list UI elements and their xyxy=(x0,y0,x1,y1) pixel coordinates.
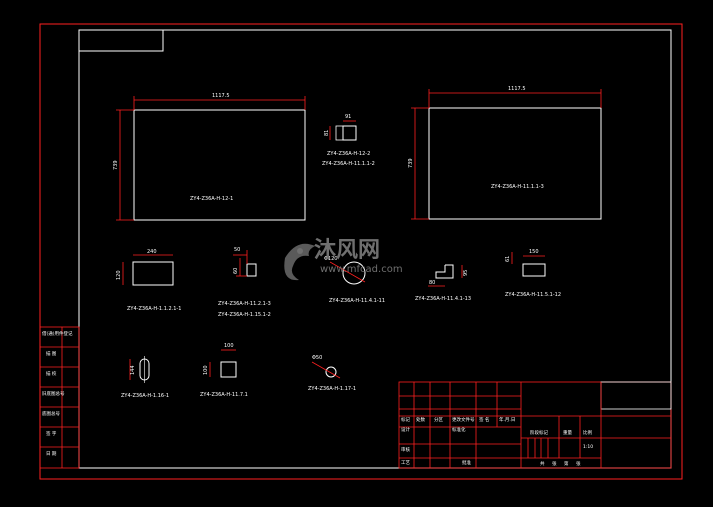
tb-count: 处数 xyxy=(416,416,425,423)
side-cell-4: 旧底图总号 xyxy=(42,390,65,397)
tb-review: 审核 xyxy=(401,446,410,453)
part-4-label: ZY4-Z36A-H-11.1.1-3 xyxy=(491,184,544,190)
part-6-label: ZY4-Z36A-H-11.2.1-3 xyxy=(218,301,271,307)
tb-sheets-2: 张 xyxy=(576,460,581,467)
tb-mark: 标记 xyxy=(401,416,410,423)
part-10: 150 61 ZY4-Z36A-H-11.5.1-12 xyxy=(505,249,561,298)
side-cell-3: 描 校 xyxy=(46,370,57,377)
part-13-label: ZY4-Z36A-H-1.17-1 xyxy=(308,386,356,392)
part-5-label: ZY4-Z36A-H-1.1.2.1-1 xyxy=(127,306,181,312)
part-8: Φ120 ZY4-Z36A-H-11.4.1-11 xyxy=(324,256,385,304)
part-13: Φ50 ZY4-Z36A-H-1.17-1 xyxy=(308,355,356,392)
part-2: 91 81 ZY4-Z36A-H-12-2 ZY4-Z36A-H-11.1.1-… xyxy=(322,114,375,167)
part-6: 50 60 ZY4-Z36A-H-11.2.1-3 ZY4-Z36A-H-1.1… xyxy=(218,247,271,318)
part-4-height-dim: 739 xyxy=(408,158,414,168)
part-9: 80 95 ZY4-Z36A-H-11.4.1-13 xyxy=(415,264,471,302)
part-13-diameter-dim: Φ50 xyxy=(312,355,322,361)
part-11-height-dim: 144 xyxy=(130,365,136,375)
tb-approve: 批准 xyxy=(462,459,471,466)
part-10-width-dim: 150 xyxy=(529,249,539,255)
side-cell-2: 描 图 xyxy=(46,350,57,357)
part-1-height-dim: 739 xyxy=(113,160,119,170)
part-6-width-dim: 50 xyxy=(234,247,240,253)
side-cell-6: 签 字 xyxy=(46,430,57,437)
part-1-width-dim: 1117.5 xyxy=(212,93,230,99)
title-block xyxy=(398,381,672,469)
side-cell-7: 日 期 xyxy=(46,451,57,457)
part-9-width-dim: 80 xyxy=(429,280,435,286)
part-2-width-dim: 91 xyxy=(345,114,351,120)
side-cell-1: 借(通)用件登记 xyxy=(42,330,73,337)
tb-scale: 1:10 xyxy=(583,444,593,450)
part-8-label: ZY4-Z36A-H-11.4.1-11 xyxy=(329,298,385,304)
part-7-label: ZY4-Z36A-H-1.15.1-2 xyxy=(218,312,271,318)
part-4: 1117.5 739 ZY4-Z36A-H-11.1.1-3 xyxy=(408,86,602,220)
part-9-height-dim: 95 xyxy=(463,270,469,276)
part-11: 144 ZY4-Z36A-H-1.16-1 xyxy=(121,356,169,399)
part-1-label: ZY4-Z36A-H-12-1 xyxy=(190,196,233,202)
part-5: 240 120 ZY4-Z36A-H-1.1.2.1-1 xyxy=(116,249,181,312)
part-5-height-dim: 120 xyxy=(116,270,122,280)
side-table xyxy=(39,326,80,469)
outer-frame xyxy=(39,23,683,480)
watermark-url: www.mfcad.com xyxy=(320,264,403,275)
tb-ratio: 比例 xyxy=(583,429,592,436)
side-cell-5: 底图总号 xyxy=(42,410,60,417)
tb-process: 工艺 xyxy=(401,460,410,466)
code-box xyxy=(78,29,164,52)
tb-change-no: 更改文件号 xyxy=(452,416,475,423)
part-9-label: ZY4-Z36A-H-11.4.1-13 xyxy=(415,296,471,302)
part-4-width-dim: 1117.5 xyxy=(508,86,526,92)
part-3-label: ZY4-Z36A-H-11.1.1-2 xyxy=(322,161,375,167)
tb-zone: 分区 xyxy=(434,416,443,423)
tb-weight: 重量 xyxy=(563,429,572,436)
tb-sign: 签 名 xyxy=(479,416,489,423)
part-8-diameter-dim: Φ120 xyxy=(324,256,337,262)
tb-sheets-1: 张 xyxy=(552,460,557,467)
part-12-height-dim: 100 xyxy=(203,365,209,375)
inner-frame xyxy=(78,29,672,469)
part-2-label: ZY4-Z36A-H-12-2 xyxy=(327,151,370,157)
watermark: 沐风网 www.mfcad.com xyxy=(284,238,403,281)
tb-design: 设计 xyxy=(401,426,410,433)
part-12-label: ZY4-Z36A-H-11.7.1 xyxy=(200,392,248,398)
tb-stage: 阶段标记 xyxy=(530,429,548,436)
tb-total: 共 xyxy=(540,460,545,467)
part-10-label: ZY4-Z36A-H-11.5.1-12 xyxy=(505,292,561,298)
part-12-width-dim: 100 xyxy=(224,343,234,349)
part-11-label: ZY4-Z36A-H-1.16-1 xyxy=(121,393,169,399)
tb-date: 年.月.日 xyxy=(499,416,515,423)
part-6-height-dim: 60 xyxy=(233,268,239,274)
tb-page: 第 xyxy=(564,460,569,467)
tb-standard: 标准化 xyxy=(452,426,466,433)
part-12: 100 100 ZY4-Z36A-H-11.7.1 xyxy=(200,343,248,398)
part-5-width-dim: 240 xyxy=(147,249,157,255)
part-1: 1117.5 739 ZY4-Z36A-H-12-1 xyxy=(113,93,306,221)
part-10-height-dim: 61 xyxy=(505,256,511,262)
part-2-height-dim: 81 xyxy=(324,130,330,136)
watermark-brand: 沐风网 xyxy=(314,238,380,263)
